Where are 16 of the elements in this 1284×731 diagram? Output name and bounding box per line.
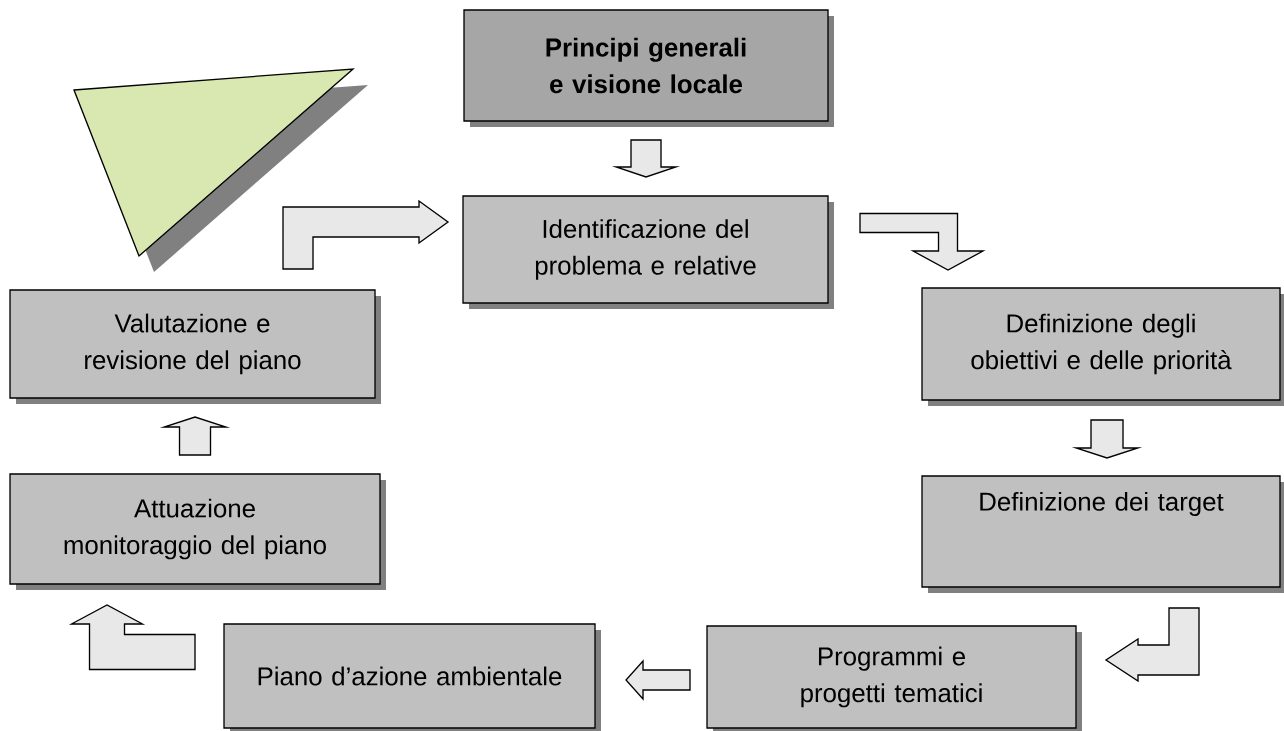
process-box: Definizione dei target (921, 475, 1284, 593)
heading-box: Principi generali e visione locale (463, 9, 834, 127)
block-arrow (859, 212, 986, 271)
block-arrow (68, 604, 196, 671)
process-box: Attuazione monitoraggio del piano (9, 473, 386, 590)
block-arrow (159, 416, 231, 456)
block-arrow (282, 199, 450, 270)
process-box: Piano d’azione ambientale (223, 623, 601, 731)
block-arrow (625, 659, 691, 701)
process-box: Valutazione e revisione del piano (9, 289, 381, 404)
process-box: Definizione degli obiettivi e delle priorità (921, 287, 1284, 406)
block-arrow (1104, 607, 1200, 683)
process-box: Programmi e progetti tematici (706, 625, 1082, 731)
process-box: Identificazione del problema e relative (462, 195, 834, 309)
block-arrow (611, 139, 681, 178)
block-arrow (1071, 419, 1143, 459)
